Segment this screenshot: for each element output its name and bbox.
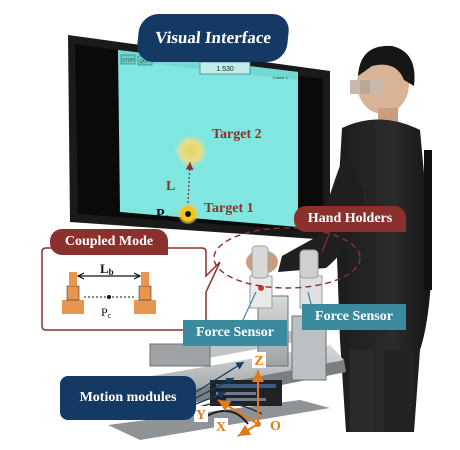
hand-holder-handle	[251, 245, 269, 279]
timer-display	[199, 61, 251, 75]
origin-label: O	[270, 419, 281, 434]
motion-modules-pointer-3	[195, 391, 227, 405]
force-sensor-right-callout: Force Sensor	[302, 304, 406, 330]
stop-button-label: STOP	[122, 58, 134, 63]
force-sensor-left-pointer	[241, 291, 257, 323]
origin-point	[255, 421, 261, 427]
x-axis-label: X	[216, 420, 226, 435]
screen-surface	[118, 50, 298, 227]
inset-center-label: Pc	[101, 305, 112, 320]
timer-value: 1.530	[216, 66, 234, 73]
distance-label: L	[166, 179, 175, 194]
coupled-mode-inset: Lb Pc	[41, 247, 221, 331]
trajectory-arrow	[185, 161, 194, 204]
force-sensor-left	[249, 275, 273, 309]
hair	[358, 45, 415, 86]
force-sensor-left-callout: Force Sensor	[183, 320, 287, 346]
coordinate-axes: Z Y X O	[194, 352, 281, 437]
hand-holders-highlight	[213, 227, 361, 289]
motion-module-box	[149, 343, 211, 367]
quit-button-label: QUIT	[140, 59, 151, 64]
stop-button[interactable]	[120, 54, 136, 65]
cursor-dot	[185, 211, 191, 217]
motion-modules-callout: Motion modules	[60, 376, 196, 420]
target-2-marker	[174, 134, 208, 168]
y-axis-label: Y	[196, 408, 206, 423]
center-point-dot	[107, 295, 111, 299]
coupled-mode-callout: Coupled Mode	[50, 229, 168, 255]
motion-modules-pointer-2	[195, 377, 235, 399]
center-point-label: Pc	[156, 207, 169, 222]
hand-holders-callout: Hand Holders	[294, 206, 406, 232]
spacing-label: Lb	[100, 261, 114, 277]
target-2-label: Target 2	[212, 127, 262, 142]
visual-interface-callout: Visual Interface	[135, 14, 291, 62]
arm	[278, 150, 364, 272]
z-axis-label: Z	[254, 354, 263, 369]
y-axis	[217, 399, 259, 425]
person	[246, 45, 432, 432]
count-label: Count: 1	[273, 75, 289, 80]
motion-modules-pointer-1	[195, 361, 245, 393]
target-1-label: Target 1	[204, 201, 254, 216]
x-axis	[237, 423, 259, 437]
monitor: STOP QUIT 1.530 Count: 1 Target 2 Target…	[68, 35, 330, 240]
